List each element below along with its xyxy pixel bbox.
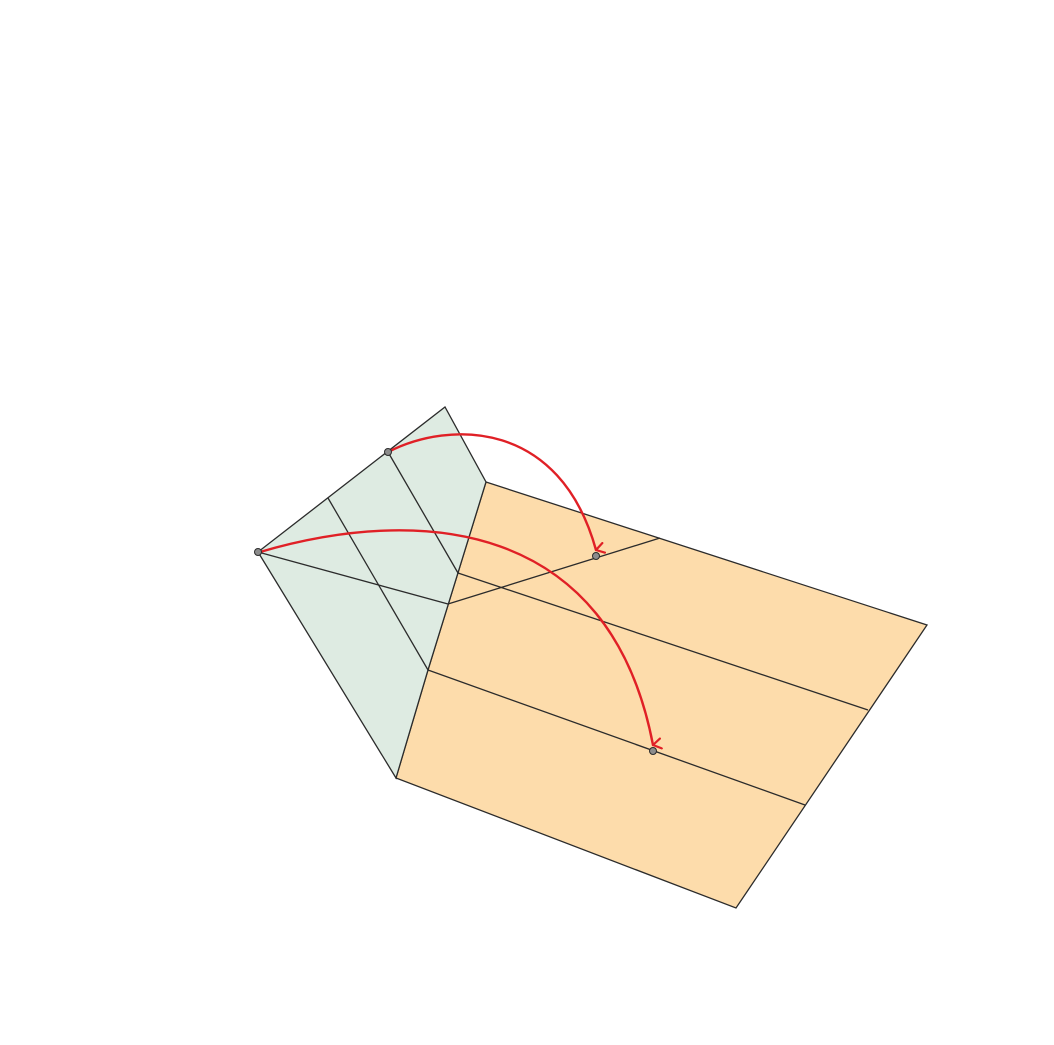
fold-point [592, 552, 600, 560]
flap-crease-line [257, 551, 449, 605]
flap-panel [257, 406, 487, 780]
flap-crease-line [387, 451, 459, 574]
fold-arrow [258, 529, 653, 745]
fold-arrow [386, 433, 596, 550]
base-crease-line [427, 669, 806, 806]
fold-point [649, 747, 657, 755]
fold-point [384, 448, 392, 456]
flap-crease-line [327, 497, 429, 671]
base-crease-line [457, 572, 869, 711]
base-panel [395, 481, 929, 909]
fold-point [254, 548, 262, 556]
base-crease-line [447, 537, 661, 605]
